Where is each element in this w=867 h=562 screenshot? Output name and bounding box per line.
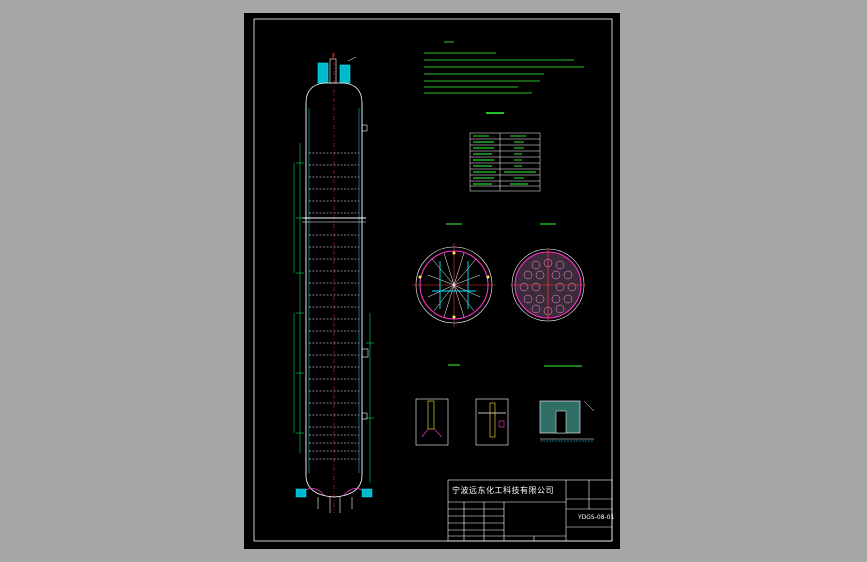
side-nozzles-right	[361, 124, 369, 420]
top-nozzle-left	[317, 62, 329, 84]
top-nozzle-center	[329, 58, 337, 84]
bottom-nozzles	[317, 497, 353, 513]
tech-table-entries	[473, 135, 536, 185]
top-nozzle-right	[339, 64, 351, 84]
dimension-lines-left	[293, 143, 304, 453]
detail-view-weld	[539, 400, 595, 442]
dimension-lines-right	[366, 313, 374, 483]
drawing-sheet: 宁波远东化工科技有限公司 YDGS-08-01	[244, 13, 620, 549]
detail-view-i	[415, 398, 509, 446]
title-block	[447, 479, 613, 542]
tech-table	[469, 132, 541, 192]
top-label-leader	[347, 56, 357, 62]
tray-lines	[309, 152, 359, 460]
drawing-number: YDGS-08-01	[578, 514, 615, 521]
section-view-tray	[510, 248, 586, 322]
general-notes	[424, 41, 584, 94]
sheet-border	[253, 18, 613, 542]
bottom-head	[305, 474, 363, 498]
drawing-canvas	[253, 18, 613, 542]
column-vessel	[293, 53, 374, 513]
bottom-base-left	[295, 488, 307, 498]
section-view-distributor	[412, 243, 496, 327]
bottom-base-right	[361, 488, 373, 498]
company-name: 宁波远东化工科技有限公司	[452, 486, 554, 495]
